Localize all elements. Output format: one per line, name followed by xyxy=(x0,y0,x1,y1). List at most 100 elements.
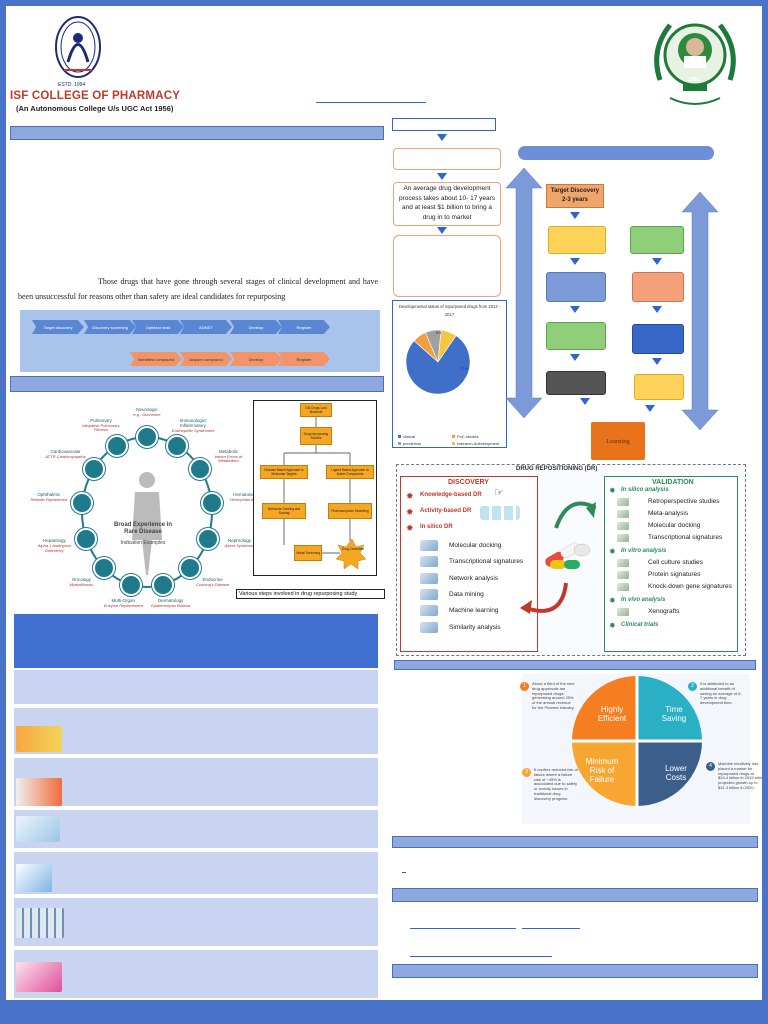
legend-label: PoC studies xyxy=(457,434,479,439)
arrow-down-icon xyxy=(652,258,662,265)
disease-node-icon xyxy=(196,527,219,550)
disease-node-icon xyxy=(151,573,174,596)
arrow-down-icon xyxy=(437,173,447,180)
disease-node-icon xyxy=(166,434,189,457)
star-icon: ✸ xyxy=(609,596,616,605)
arrow-down-icon xyxy=(580,398,590,405)
arrow-down-icon xyxy=(437,227,447,234)
pipeline-step: ADMET xyxy=(180,320,232,334)
table-row xyxy=(14,810,378,850)
flowchart-step: Disease Based Approach to Molecular Targ… xyxy=(260,465,308,479)
quadrant-label: Minimum Risk of Failure xyxy=(585,757,619,785)
flowchart-step: Drug repurposing Studies xyxy=(300,427,332,445)
disease-node-icon xyxy=(189,458,212,481)
tool-icon xyxy=(420,573,438,584)
pie-chart: 77%8% xyxy=(405,329,471,395)
arrow-down-icon xyxy=(645,405,655,412)
cycle-arrow-icon xyxy=(516,488,597,628)
star-icon: ✸ xyxy=(609,547,616,556)
benefit-note: About a third of the new drug approvals … xyxy=(532,681,575,710)
star-icon: ✸ xyxy=(609,486,616,495)
pie-slice xyxy=(437,329,457,363)
flowchart-step: Virtual Screening xyxy=(294,545,322,561)
pipeline-step: Discovery screening xyxy=(84,320,136,334)
legend-label: clinical xyxy=(403,434,416,439)
disease-node-example: Cushing's Disease xyxy=(196,581,230,587)
legend-swatch xyxy=(398,442,401,445)
disease-node-title: Hepatology xyxy=(43,538,66,544)
section-bar-conclusion xyxy=(392,836,758,848)
tool-label: Network analysis xyxy=(449,575,499,582)
reference-link-3[interactable] xyxy=(410,956,552,957)
arrow-down-icon xyxy=(570,258,580,265)
stage-box xyxy=(630,226,684,254)
tool-icon xyxy=(420,589,438,600)
legend-swatch xyxy=(452,435,455,438)
tool-icon xyxy=(420,605,438,616)
disease-node-title: Cardiovascular xyxy=(50,448,81,454)
reference-link-1[interactable] xyxy=(410,928,516,929)
benefits-circle xyxy=(572,676,702,806)
title-underline xyxy=(316,102,426,103)
small-dash xyxy=(402,872,406,873)
wheel-center-subtitle: Indication Examples xyxy=(120,540,166,546)
disease-node-icon xyxy=(136,426,158,448)
pie-main-label: 77% xyxy=(460,366,468,371)
pipeline-step: Develop xyxy=(230,320,282,334)
pipeline-repurpose-step: Register xyxy=(278,352,330,366)
drug-pack-image xyxy=(16,864,52,892)
pipeline-step: Register xyxy=(278,320,330,334)
validation-item-icon xyxy=(617,498,629,506)
arrow-down-icon xyxy=(437,134,447,141)
reference-link-2[interactable] xyxy=(522,928,580,929)
college-subtitle: (An Autonomous College U/s UGC Act 1956) xyxy=(16,104,174,113)
legend-label: research &development xyxy=(457,441,500,446)
discovery-header-bar xyxy=(518,146,714,160)
learning-label: Learning xyxy=(606,438,630,445)
legend-swatch xyxy=(452,442,455,445)
quadrant-label: Highly Efficient xyxy=(597,705,627,724)
arrow-down-icon xyxy=(570,354,580,361)
validation-item: Knock-down gene signatures xyxy=(648,583,732,590)
discovery-item: In silico DR xyxy=(420,524,453,530)
quadrant-label: Lower Costs xyxy=(665,764,687,783)
flowchart-step: Ligand Based Approach to Active Compound… xyxy=(326,465,374,479)
star-icon: ✸ xyxy=(609,621,616,630)
disease-node-title: Metabolic xyxy=(218,448,239,454)
validation-group-head: In vitro analysis xyxy=(621,548,667,554)
benefit-note: It confers reduced risk of failure where… xyxy=(534,767,578,801)
wheel-center-title: Broad Experience in Rare Disease xyxy=(113,522,173,536)
disease-node-example: Inborn Errors of Metabolism xyxy=(214,453,243,464)
validation-group-head: Clinical trials xyxy=(621,622,659,628)
disease-node-example: Idiopathic Pulmonary Fibrosis xyxy=(82,423,120,433)
flow-header-box xyxy=(392,118,496,131)
tool-icon xyxy=(420,540,438,551)
star-icon: ✸ xyxy=(406,507,414,517)
drug-pack-image xyxy=(16,962,62,992)
disease-node-example: Retinitis Pigmentosa xyxy=(30,497,67,503)
star-icon: ✸ xyxy=(406,491,414,501)
note-number-badge: 3 xyxy=(522,768,531,777)
drug-pack-image xyxy=(16,816,60,842)
note-number-badge: 1 xyxy=(520,682,529,691)
university-year: 1958 xyxy=(688,77,700,83)
discovery-item: Activity-based DR xyxy=(420,508,472,514)
learning-box xyxy=(591,422,645,460)
section-bar-intro xyxy=(10,126,384,140)
disease-node-example: Alpha 1 Antitrypsin Deficiency xyxy=(37,543,72,553)
disease-node-title: Hematology xyxy=(233,492,258,498)
tool-icon xyxy=(420,622,438,633)
validation-group-head: In silico analysis xyxy=(621,487,669,493)
section-bar-rare xyxy=(10,376,384,392)
validation-item-icon xyxy=(617,571,629,579)
pipeline-repurpose-step: Identified compound xyxy=(130,352,182,366)
disease-node-icon xyxy=(75,527,98,550)
